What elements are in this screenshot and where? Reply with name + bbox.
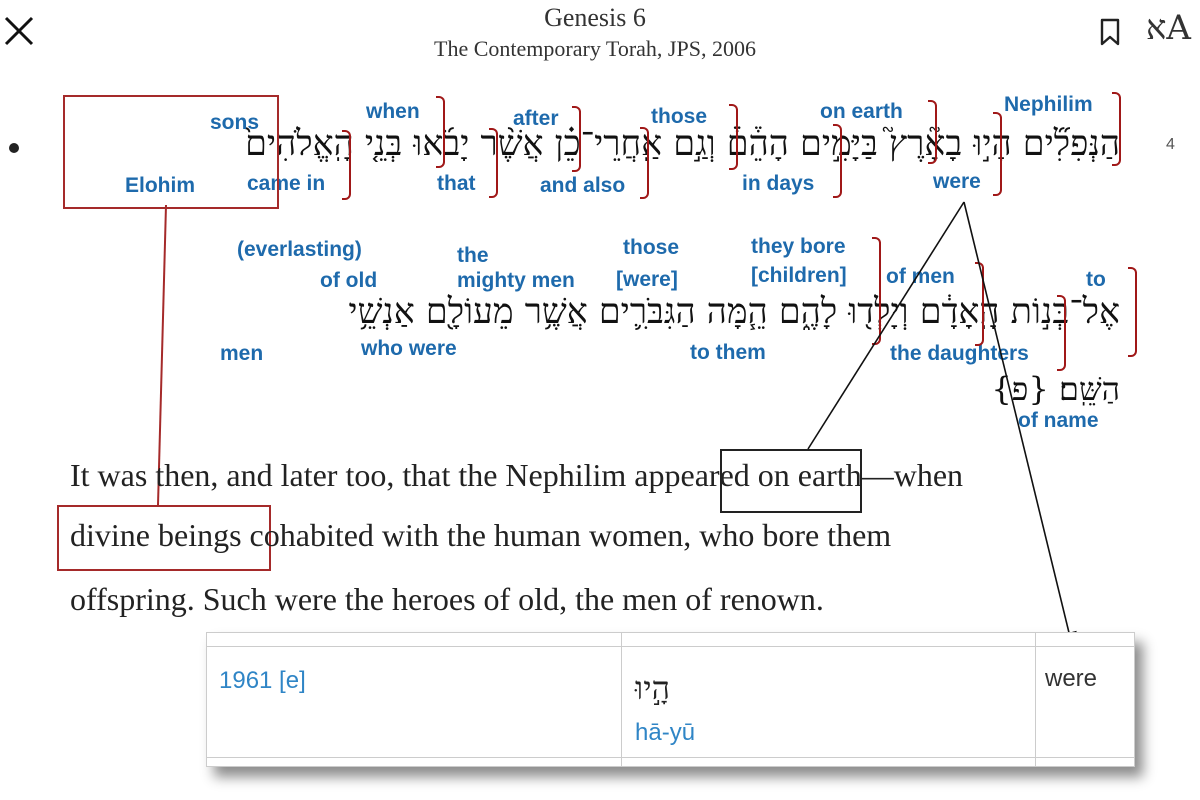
word-bracket: [489, 128, 498, 198]
translation-word-divine-beings[interactable]: divine beings: [70, 517, 242, 553]
gloss-children: [children]: [751, 264, 847, 287]
word-bracket: [1112, 92, 1121, 166]
word-bracket: [1057, 295, 1066, 371]
gloss-and-also: and also: [540, 174, 626, 197]
gloss-of-name: of name: [1018, 409, 1099, 432]
word-bracket: [872, 237, 881, 345]
close-icon: [4, 16, 34, 46]
translation-word-appeared[interactable]: appeared: [634, 457, 750, 493]
bookmark-icon: [1100, 18, 1120, 46]
lexicon-hebrew-word: הָ֣יוּ: [635, 669, 670, 707]
gloss-they-bore: they bore: [751, 235, 846, 258]
translation-text: It was then, and later too, that the Nep…: [70, 457, 635, 493]
hebrew-line-3[interactable]: הַשֵּֽׁם׃ {פ}: [991, 370, 1120, 408]
gloss-were-2: [were]: [616, 268, 678, 291]
translation-source: The Contemporary Torah, JPS, 2006: [434, 36, 756, 61]
word-bracket: [640, 127, 649, 199]
divine-beings-highlight-box: [57, 505, 271, 571]
word-bracket: [833, 124, 842, 198]
bookmark-button[interactable]: [1099, 18, 1121, 46]
gloss-those-2: those: [623, 236, 680, 259]
gloss-everlasting: (everlasting): [237, 238, 362, 261]
translation-text: on earth—when: [749, 457, 964, 493]
translation-text: cohabited with the human women, who bore…: [241, 517, 892, 553]
verse-number: 4: [1166, 136, 1175, 153]
gloss-the-daughters: the daughters: [890, 342, 1029, 365]
word-bracket: [436, 96, 445, 168]
strongs-number-link[interactable]: 1961 [e]: [219, 667, 306, 694]
translation-line-2: divine beings cohabited with the human w…: [70, 517, 891, 554]
gloss-men: men: [220, 342, 264, 365]
gloss-the: the: [457, 244, 489, 267]
gloss-elohim: Elohim: [125, 174, 196, 197]
gloss-of-men: of men: [886, 265, 955, 288]
table-divider: [207, 646, 1134, 647]
close-button[interactable]: [2, 14, 36, 48]
gloss-to: to: [1086, 268, 1106, 291]
lexicon-english-word: were: [1045, 665, 1098, 692]
appeared-highlight-box: [720, 449, 862, 513]
hebrew-line-2[interactable]: אֶל־בְּנ֣וֹת הָֽאָדָ֔ם וְיָלְד֖וּ לָהֶ֑ם…: [348, 292, 1120, 332]
word-bracket: [342, 130, 351, 200]
lexicon-transliteration[interactable]: hā-yū: [635, 719, 696, 746]
gloss-mighty-men: mighty men: [457, 269, 575, 292]
word-bracket: [928, 100, 937, 164]
translation-line-1: It was then, and later too, that the Nep…: [70, 457, 963, 494]
gloss-sons: sons: [210, 111, 260, 134]
table-divider: [207, 757, 1134, 758]
word-bracket: [729, 104, 738, 170]
translation-line-3: offspring. Such were the heroes of old, …: [70, 581, 824, 617]
gloss-who-were: who were: [361, 337, 457, 360]
gloss-on-earth: on earth: [820, 100, 903, 123]
gloss-in-days: in days: [742, 172, 815, 195]
gloss-after: after: [513, 107, 559, 130]
lexicon-strongs-cell: 1961 [e]: [207, 633, 622, 766]
gloss-those-1: those: [651, 105, 708, 128]
gloss-nephilim: Nephilim: [1004, 93, 1093, 116]
gloss-of-old: of old: [320, 269, 378, 292]
verse-bullet: [9, 143, 19, 153]
lexicon-hebrew-cell: הָ֣יוּ hā-yū: [621, 633, 1036, 766]
gloss-when: when: [366, 100, 420, 123]
word-bracket: [975, 262, 984, 346]
lexicon-table: 1961 [e] הָ֣יוּ hā-yū were: [206, 632, 1135, 767]
elohim-highlight-box: [63, 95, 279, 209]
word-bracket: [572, 106, 581, 172]
gloss-were: were: [933, 170, 981, 193]
gloss-to-them: to them: [690, 341, 766, 364]
word-bracket: [1128, 267, 1137, 357]
lexicon-english-cell: were: [1035, 633, 1134, 766]
word-bracket: [993, 112, 1002, 196]
hebrew-line-1[interactable]: הַנְּפִלִ֞ים הָי֣וּ בָאָ֘רֶץ֮ בַּיָּמִ֣י…: [245, 124, 1120, 164]
chapter-title: Genesis 6: [544, 3, 646, 32]
font-language-toggle[interactable]: אA: [1146, 8, 1191, 48]
gloss-came-in: came in: [247, 172, 326, 195]
gloss-that: that: [437, 172, 476, 195]
